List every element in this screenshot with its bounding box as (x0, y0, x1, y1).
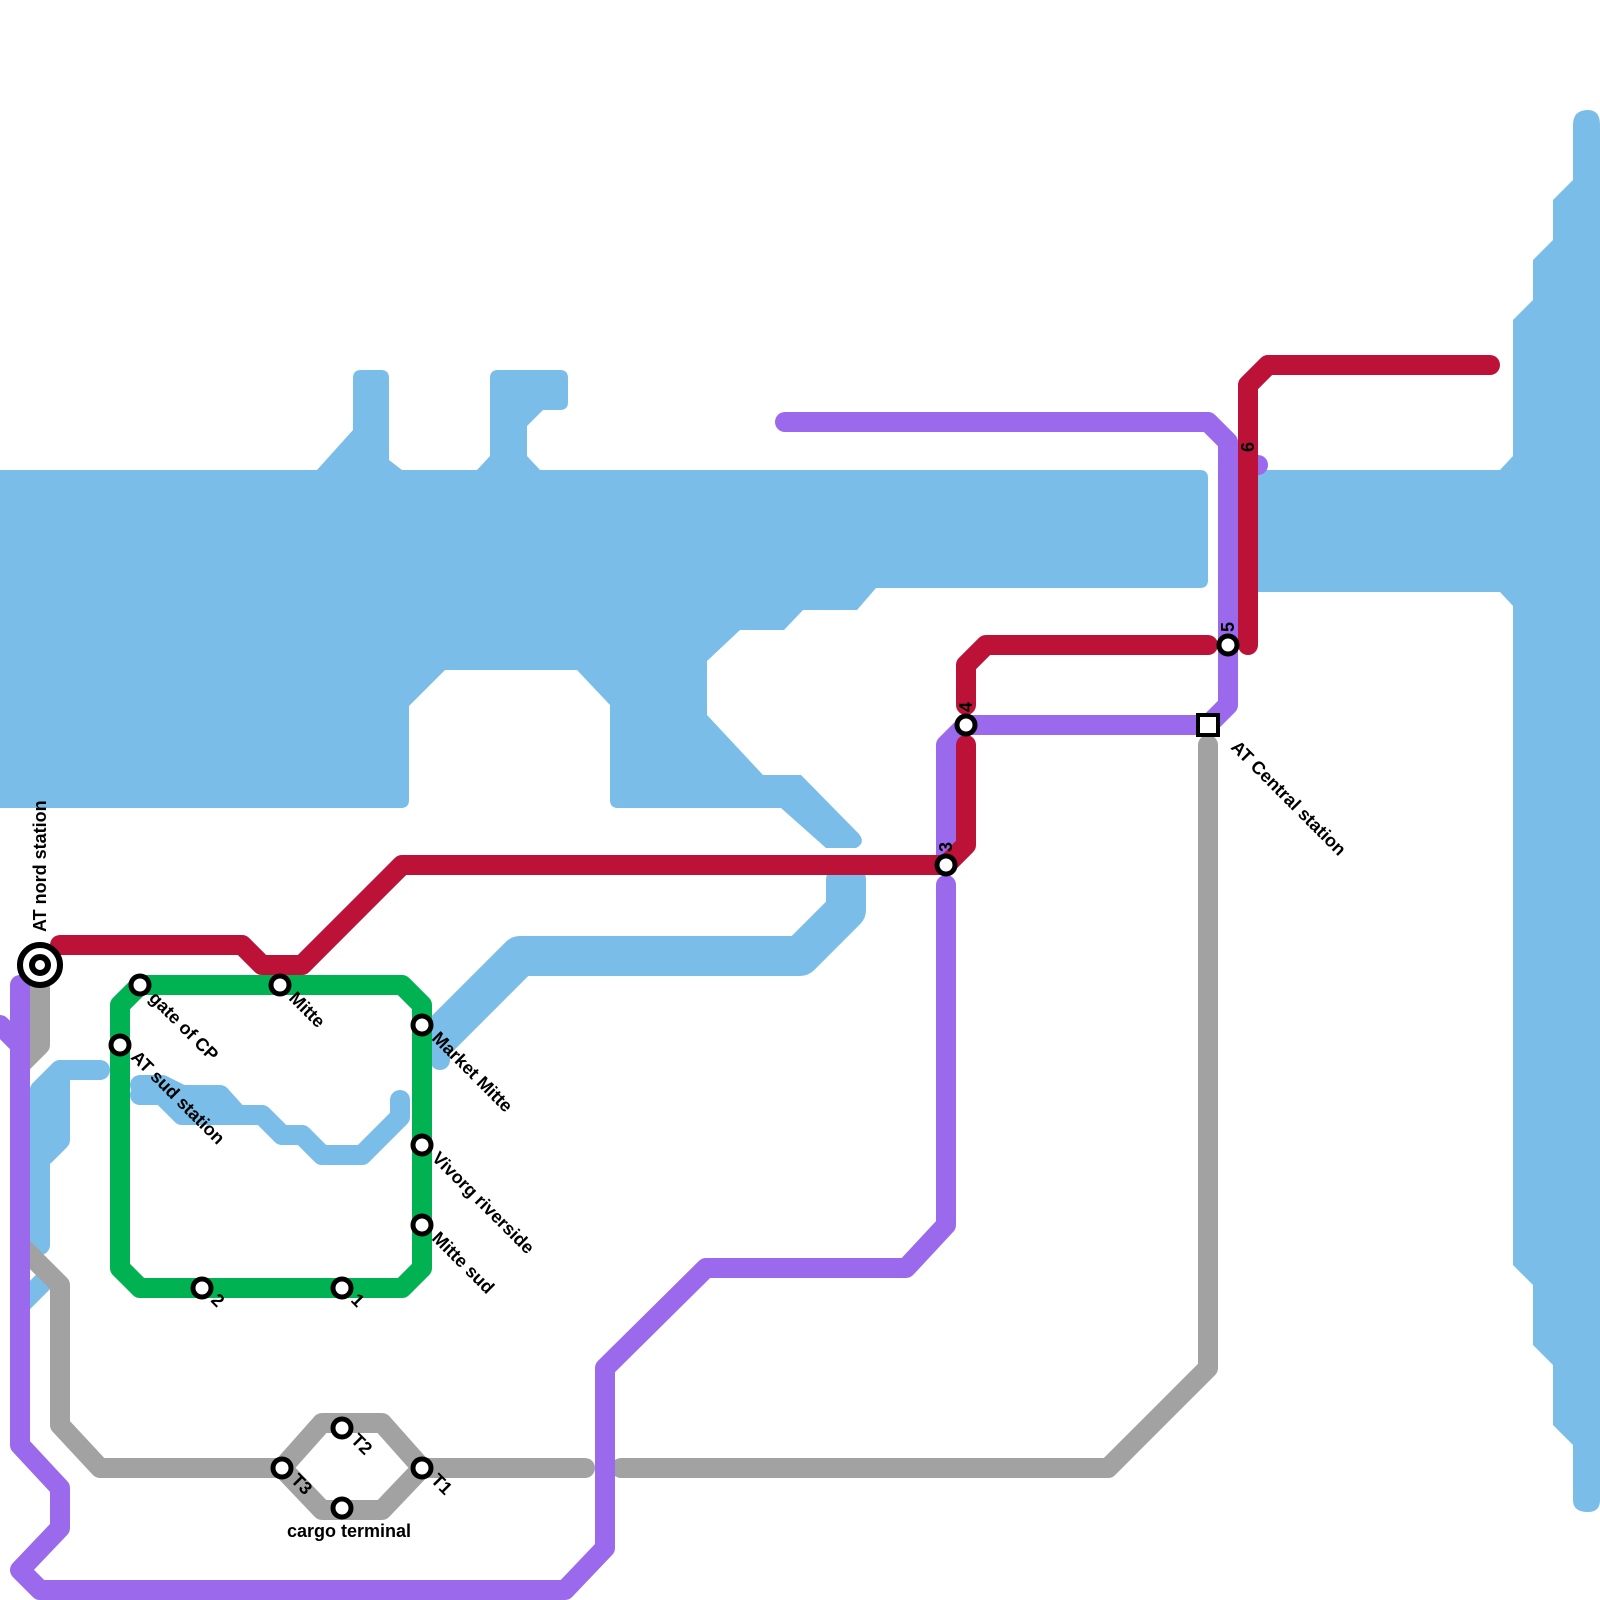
river-channel-east (420, 860, 866, 1056)
station-cargo-terminal[interactable]: cargo terminal (287, 1496, 411, 1541)
stop-icon[interactable] (108, 1033, 132, 1057)
gray-line-east[interactable] (611, 735, 1218, 1478)
stop-icon[interactable] (330, 1416, 354, 1440)
stop-icon[interactable] (1216, 633, 1240, 657)
station-label: 6 (1238, 442, 1258, 452)
east-bay (1250, 110, 1600, 1512)
stop-icon[interactable] (190, 1276, 214, 1300)
stop-icon[interactable] (410, 1456, 434, 1480)
station-label: AT Central station (1227, 737, 1350, 860)
station-at-central[interactable]: AT Central station (1196, 713, 1350, 860)
gray-line-west[interactable] (10, 950, 292, 1478)
stop-icon[interactable] (410, 1213, 434, 1237)
station-label: Market Mitte (428, 1028, 516, 1116)
stop-icon[interactable] (128, 973, 152, 997)
station-4[interactable]: 4 (954, 702, 978, 737)
river-inner (130, 1085, 410, 1165)
stop-icon[interactable] (270, 1456, 294, 1480)
station-label: 3 (936, 842, 956, 852)
station-label: AT nord station (30, 800, 50, 932)
water-bodies (0, 110, 1600, 1512)
green-line[interactable] (110, 975, 432, 1298)
red-line-4-5[interactable] (956, 635, 1218, 715)
stop-icon[interactable] (330, 1496, 354, 1520)
river-west-branch (35, 1070, 70, 1165)
stop-icon[interactable] (954, 713, 978, 737)
green-line-loop[interactable] (110, 975, 432, 1298)
station-label: gate of CP (145, 988, 222, 1065)
red-line-east[interactable] (1238, 355, 1500, 655)
stop-icon[interactable] (934, 853, 958, 877)
stop-icon[interactable] (330, 1276, 354, 1300)
station-at-nord[interactable]: AT nord station (17, 800, 63, 988)
main-bay (0, 370, 1208, 848)
station-label: 5 (1218, 622, 1238, 632)
purple-line-south[interactable] (0, 875, 956, 1600)
red-line-west[interactable] (50, 855, 956, 975)
stop-icon[interactable] (410, 1013, 434, 1037)
terminal-station-icon[interactable] (1196, 713, 1220, 737)
station-5[interactable]: 5 (1216, 622, 1240, 657)
river-inner-upper (130, 1075, 248, 1125)
stop-icon[interactable] (410, 1133, 434, 1157)
station-label: Mitte sud (428, 1228, 498, 1298)
stop-icon[interactable] (268, 973, 292, 997)
station-3[interactable]: 3 (934, 842, 958, 877)
station-6: 6 (1238, 442, 1258, 452)
station-label: cargo terminal (287, 1521, 411, 1541)
station-label: 4 (956, 702, 976, 712)
interchange-inner-icon (29, 954, 51, 976)
